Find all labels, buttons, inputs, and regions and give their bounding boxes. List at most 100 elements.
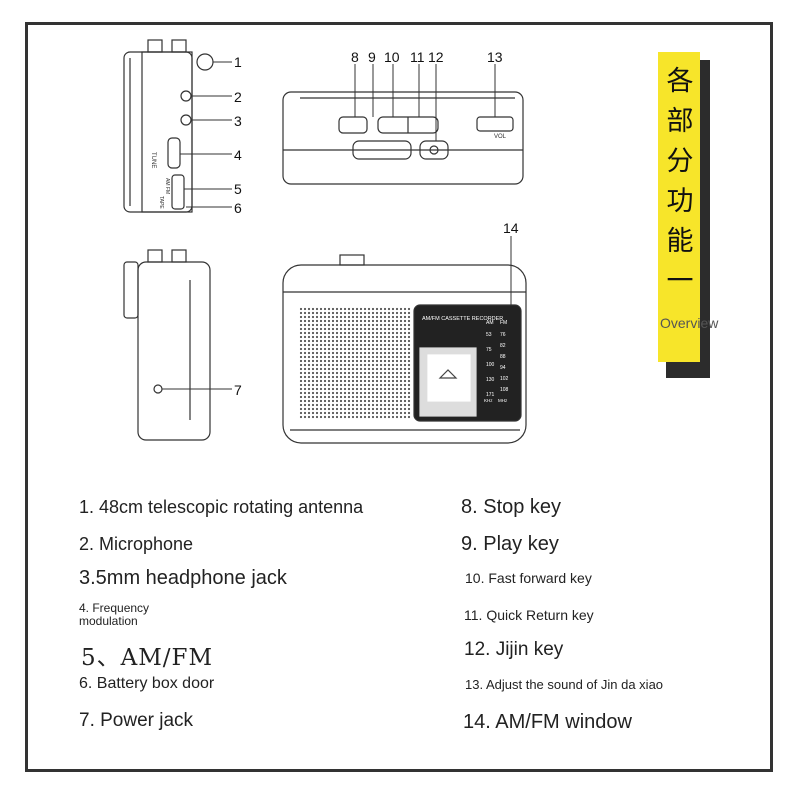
- grille-dot: [339, 315, 343, 319]
- grille-dot: [351, 383, 355, 387]
- grille-dot: [335, 415, 339, 419]
- grille-dot: [311, 347, 315, 351]
- grille-dot: [319, 331, 323, 335]
- outer-frame: [25, 22, 773, 772]
- grille-dot: [363, 383, 367, 387]
- grille-dot: [319, 387, 323, 391]
- grille-dot: [347, 367, 351, 371]
- grille-dot: [327, 395, 331, 399]
- grille-dot: [331, 411, 335, 415]
- grille-dot: [299, 367, 303, 371]
- grille-dot: [351, 375, 355, 379]
- grille-dot: [363, 371, 367, 375]
- grille-dot: [299, 375, 303, 379]
- grille-dot: [387, 347, 391, 351]
- grille-dot: [303, 339, 307, 343]
- grille-dot: [299, 391, 303, 395]
- grille-dot: [403, 359, 407, 363]
- grille-dot: [339, 395, 343, 399]
- grille-dot: [315, 323, 319, 327]
- grille-dot: [387, 383, 391, 387]
- grille-dot: [367, 379, 371, 383]
- grille-dot: [391, 343, 395, 347]
- grille-dot: [371, 307, 375, 311]
- grille-dot: [335, 407, 339, 411]
- grille-dot: [359, 363, 363, 367]
- grille-dot: [399, 363, 403, 367]
- grille-dot: [375, 387, 379, 391]
- grille-dot: [315, 315, 319, 319]
- grille-dot: [367, 323, 371, 327]
- grille-dot: [391, 387, 395, 391]
- grille-dot: [311, 403, 315, 407]
- grille-dot: [387, 323, 391, 327]
- grille-dot: [319, 407, 323, 411]
- grille-dot: [331, 335, 335, 339]
- grille-dot: [335, 347, 339, 351]
- grille-dot: [347, 335, 351, 339]
- grille-dot: [347, 371, 351, 375]
- grille-dot: [319, 371, 323, 375]
- grille-dot: [383, 339, 387, 343]
- grille-dot: [335, 391, 339, 395]
- grille-dot: [407, 319, 411, 323]
- grille-dot: [407, 383, 411, 387]
- grille-dot: [307, 387, 311, 391]
- grille-dot: [379, 391, 383, 395]
- legend-left-5: 5、AM/FM: [81, 645, 214, 671]
- grille-dot: [343, 307, 347, 311]
- grille-dot: [347, 319, 351, 323]
- grille-dot: [323, 311, 327, 315]
- grille-dot: [327, 383, 331, 387]
- grille-dot: [383, 403, 387, 407]
- grille-dot: [403, 407, 407, 411]
- grille-dot: [299, 363, 303, 367]
- grille-dot: [391, 307, 395, 311]
- grille-dot: [315, 403, 319, 407]
- grille-dot: [339, 403, 343, 407]
- grille-dot: [363, 375, 367, 379]
- grille-dot: [315, 331, 319, 335]
- grille-dot: [387, 415, 391, 419]
- grille-dot: [303, 411, 307, 415]
- band-label: AM FM: [164, 178, 170, 194]
- grille-dot: [331, 371, 335, 375]
- callout-3: 3: [234, 113, 242, 129]
- grille-dot: [363, 391, 367, 395]
- grille-dot: [371, 331, 375, 335]
- grille-dot: [367, 375, 371, 379]
- grille-dot: [379, 323, 383, 327]
- grille-dot: [395, 359, 399, 363]
- grille-dot: [383, 355, 387, 359]
- grille-dot: [323, 315, 327, 319]
- grille-dot: [307, 367, 311, 371]
- grille-dot: [379, 307, 383, 311]
- grille-dot: [335, 319, 339, 323]
- grille-dot: [355, 323, 359, 327]
- grille-dot: [323, 367, 327, 371]
- grille-dot: [399, 351, 403, 355]
- grille-dot: [395, 343, 399, 347]
- grille-dot: [371, 343, 375, 347]
- grille-dot: [319, 415, 323, 419]
- grille-dot: [323, 407, 327, 411]
- grille-dot: [299, 347, 303, 351]
- grille-dot: [315, 359, 319, 363]
- grille-dot: [367, 335, 371, 339]
- grille-dot: [323, 355, 327, 359]
- grille-dot: [395, 315, 399, 319]
- grille-dot: [383, 311, 387, 315]
- grille-dot: [387, 331, 391, 335]
- grille-dot: [363, 319, 367, 323]
- grille-dot: [323, 343, 327, 347]
- grille-dot: [311, 363, 315, 367]
- grille-dot: [299, 307, 303, 311]
- grille-dot: [363, 379, 367, 383]
- grille-dot: [339, 407, 343, 411]
- grille-dot: [407, 363, 411, 367]
- grille-dot: [355, 355, 359, 359]
- grille-dot: [311, 323, 315, 327]
- grille-dot: [387, 359, 391, 363]
- grille-dot: [391, 391, 395, 395]
- grille-dot: [367, 359, 371, 363]
